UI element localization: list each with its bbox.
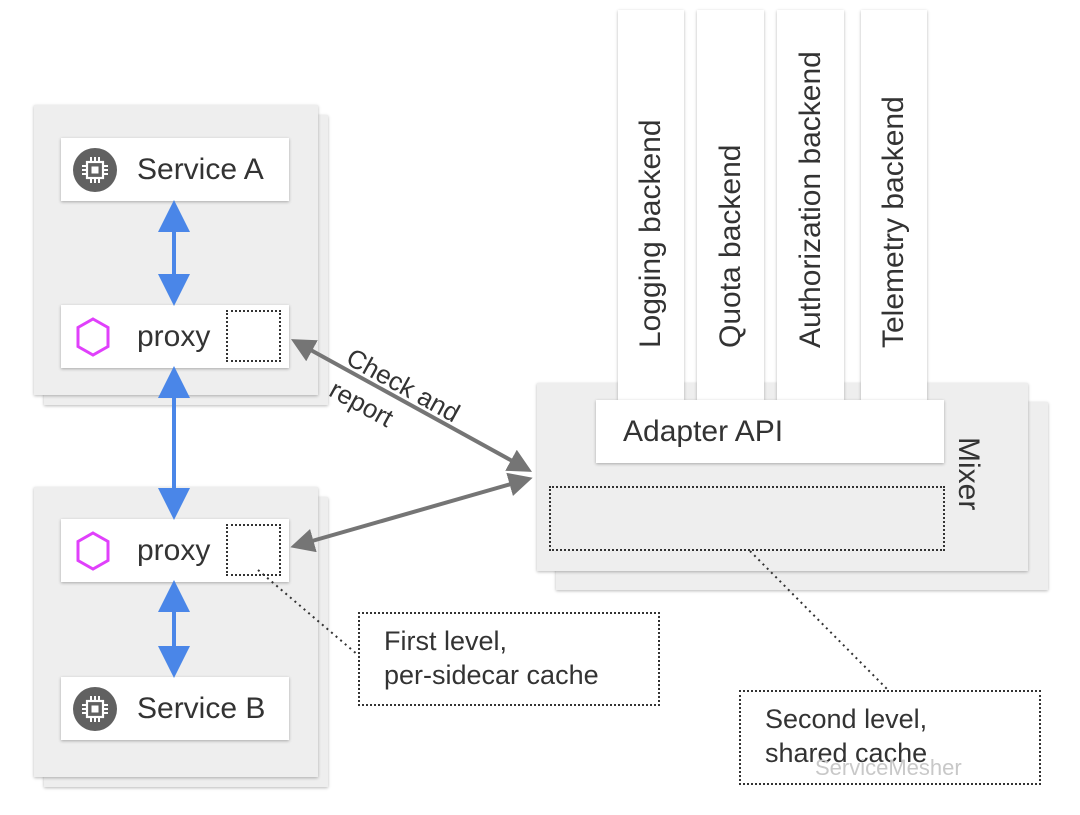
backend-quota[interactable]: Quota backend <box>697 10 764 400</box>
proxy-top-card[interactable]: proxy <box>61 305 289 368</box>
proxy-bottom-label: proxy <box>137 533 211 567</box>
leader-second-level <box>749 550 889 691</box>
backend-logging[interactable]: Logging backend <box>618 10 684 400</box>
service-b-card[interactable]: Service B <box>61 677 289 740</box>
second-level-line1: Second level, <box>765 704 928 734</box>
second-level-note: Second level, shared cache <box>739 690 1041 785</box>
proxy-bottom-card[interactable]: proxy <box>61 519 289 582</box>
arrow-proxy-bottom-mixer <box>290 472 533 553</box>
mixer-shared-cache <box>549 486 945 551</box>
leader-first-level <box>257 569 359 656</box>
second-level-line2: shared cache <box>765 738 928 768</box>
service-a-card[interactable]: Service A <box>61 138 289 201</box>
adapter-api-label: Adapter API <box>623 414 784 448</box>
hexagon-icon <box>76 316 110 357</box>
proxy-top-label: proxy <box>137 319 211 353</box>
hexagon-icon <box>76 530 110 571</box>
backend-telemetry[interactable]: Telemetry backend <box>861 10 927 400</box>
service-a-label: Service A <box>137 152 264 186</box>
proxy-top-cache <box>226 310 281 362</box>
backend-authorization[interactable]: Authorization backend <box>777 10 844 400</box>
arrow-proxy-top-mixer <box>290 339 533 472</box>
service-b-label: Service B <box>137 691 266 725</box>
chip-icon <box>73 686 117 731</box>
chip-icon <box>73 147 117 192</box>
adapter-api-card[interactable]: Adapter API <box>596 400 944 463</box>
first-level-line1: First level, <box>384 626 508 656</box>
watermark: ServiceMesher <box>815 755 962 780</box>
first-level-line2: per-sidecar cache <box>384 660 599 690</box>
first-level-note: First level, per-sidecar cache <box>358 612 660 706</box>
proxy-bottom-cache <box>226 524 281 576</box>
